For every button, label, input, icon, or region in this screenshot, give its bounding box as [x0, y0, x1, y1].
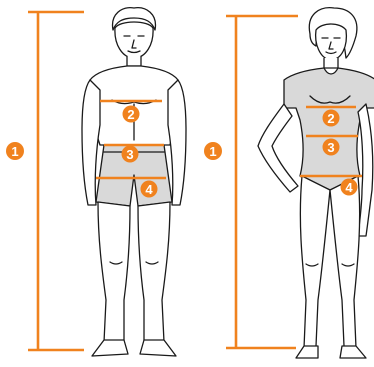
- man-waist-badge: 3: [122, 146, 139, 163]
- man-height-bracket: [28, 12, 84, 350]
- svg-text:4: 4: [145, 182, 153, 197]
- man-left-leg: [98, 202, 130, 342]
- man-height-badge: 1: [6, 142, 24, 160]
- svg-text:1: 1: [11, 144, 18, 159]
- svg-text:3: 3: [327, 140, 334, 155]
- man-left-arm: [82, 80, 100, 205]
- woman-left-leg: [300, 176, 330, 348]
- woman-neck: [324, 58, 338, 68]
- woman-figure: [258, 8, 374, 358]
- woman-left-foot: [296, 346, 318, 358]
- man-figure: [82, 8, 186, 356]
- woman-height-badge: 1: [204, 142, 222, 160]
- man-right-leg: [138, 202, 170, 342]
- woman-waist-badge: 3: [323, 139, 340, 156]
- man-left-foot: [92, 340, 128, 356]
- man-hip-badge: 4: [141, 181, 158, 198]
- woman-chest-badge: 2: [323, 110, 340, 127]
- woman-hip-badge: 4: [341, 179, 358, 196]
- man-chest-badge: 2: [123, 106, 140, 123]
- woman-right-foot: [340, 346, 366, 358]
- svg-text:3: 3: [126, 147, 133, 162]
- svg-text:4: 4: [345, 180, 353, 195]
- svg-text:2: 2: [327, 111, 334, 126]
- svg-text:2: 2: [127, 107, 134, 122]
- woman-right-leg: [330, 176, 360, 348]
- man-right-foot: [140, 340, 176, 356]
- svg-text:1: 1: [209, 144, 216, 159]
- woman-left-arm: [258, 104, 298, 192]
- man-right-arm: [168, 80, 186, 205]
- man-neck: [127, 56, 141, 66]
